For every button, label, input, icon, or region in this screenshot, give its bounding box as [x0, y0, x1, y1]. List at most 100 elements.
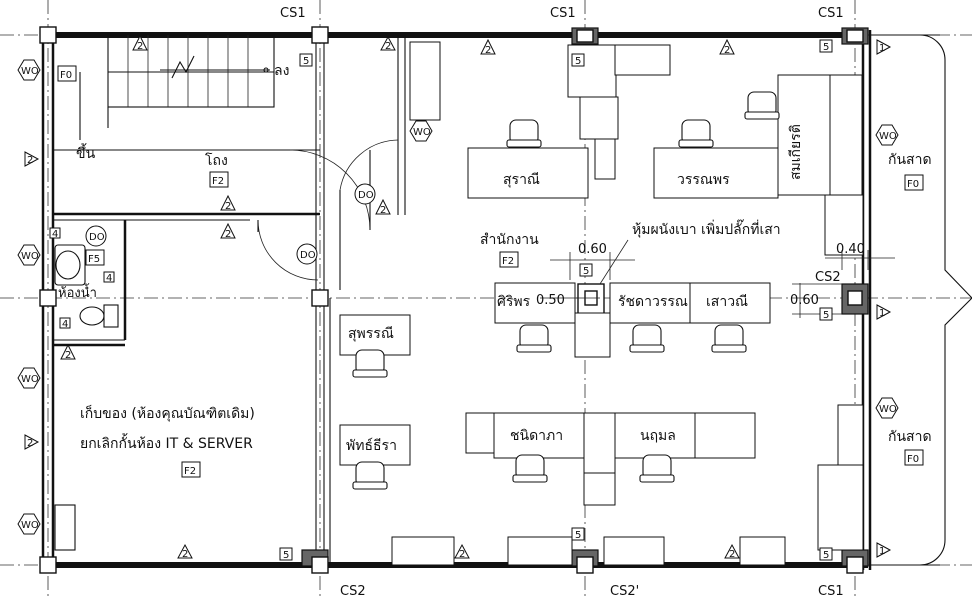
mark-2-h: 2: [27, 155, 33, 166]
label-ratchada: รัชดาวรรณ: [618, 294, 688, 310]
mark-4-c: 4: [106, 273, 112, 284]
chair-nanmon: [639, 454, 675, 483]
grid-label-cs2-bottom: CS2: [340, 584, 366, 599]
mark-2-f: 2: [225, 229, 231, 240]
room-labels: ขึ้น ลง โถง สำนักงาน ห้องน้ำ เก็บของ (ห้…: [58, 63, 932, 452]
mark-1-a: 1: [879, 43, 885, 54]
finish-code-texts: F0 F2 F5 F2 F2 F0 F0: [60, 70, 919, 477]
grid-label-cs1-top-left: CS1: [280, 6, 306, 21]
chair-wannaporn: [678, 119, 714, 148]
marker-boxes: [49, 39, 833, 561]
label-storage-line2: ยกเลิกกั้นห้อง IT & SERVER: [80, 433, 253, 452]
chair-suranee: [506, 119, 542, 148]
finish-boxes: [57, 65, 924, 478]
mark-5-b: 5: [575, 56, 581, 67]
mark-2-l: 2: [729, 549, 735, 560]
chair-patcharee: [352, 461, 388, 490]
mark-2-m: 2: [65, 350, 71, 361]
do-tags: [85, 183, 376, 265]
marker-triangles: [24, 34, 892, 559]
outer-walls: [41, 30, 872, 570]
grid-label-cs1-bottom: CS1: [818, 584, 844, 599]
dim-060-top: 0.60: [578, 242, 607, 257]
grid-label-cs1-top-right: CS1: [818, 6, 844, 21]
wo-tag-5: WO: [413, 127, 431, 138]
wo-tag-1: WO: [21, 66, 39, 77]
label-patcharee: พัทธ์ธีรา: [346, 437, 397, 454]
label-toilet: ห้องน้ำ: [58, 283, 97, 301]
marker-texts: 2 2 2 2 2 2 2 2 2 2 2 2 2 1 1 1 5 5 5 5 …: [27, 41, 885, 561]
finish-awning-top: F0: [907, 179, 919, 190]
finish-storage: F2: [184, 466, 196, 477]
chair-saowanee: [711, 324, 747, 353]
wo-tag-4: WO: [21, 520, 39, 531]
label-column-note: หุ้มผนังเบา เพิ่มปลั๊กที่เสา: [632, 219, 781, 238]
desk-wannaporn: [653, 147, 779, 199]
label-suranee: สุราณี: [503, 172, 540, 188]
mark-4-b: 4: [62, 319, 68, 330]
dim-040: 0.40: [836, 242, 865, 257]
finish-stair: F0: [60, 70, 72, 81]
mark-1-c: 1: [879, 546, 885, 557]
dim-060-right: 0.60: [790, 293, 819, 308]
chair-ratchada: [629, 324, 665, 353]
mark-2-e: 2: [225, 201, 231, 212]
desk-name-labels: สุราณี วรรณพร สมเกียรติ ศิริพร รัชดาวรรณ…: [346, 124, 804, 454]
grid-label-texts: CS1 CS1 CS1 CS2 CS2 CS2' CS1: [280, 6, 844, 599]
wo-do-texts: WO WO WO WO WO WO WO DO DO DO: [21, 66, 897, 531]
columns: [39, 26, 869, 574]
finish-office: F2: [502, 256, 514, 267]
label-sanlian: สมเกียรติ: [788, 124, 804, 180]
do-tag-2: DO: [358, 190, 374, 201]
label-saowanee: เสาวณี: [706, 294, 748, 310]
wo-tag-7: WO: [879, 404, 897, 415]
mark-2-b: 2: [385, 41, 391, 52]
chairs: [352, 91, 780, 490]
finish-awning-bottom: F0: [907, 454, 919, 465]
mark-5-h: 5: [583, 266, 589, 277]
label-chanida: ชนิดาภา: [510, 428, 563, 444]
label-supannee: สุพรรณี: [348, 326, 394, 342]
desk-supannee: [339, 314, 411, 356]
label-stair-down: ลง: [274, 63, 289, 79]
chair-chanida: [512, 454, 548, 483]
chair-siripon: [516, 324, 552, 353]
dimension-texts: 0.60 0.50 0.40 0.60: [536, 242, 865, 308]
mark-5-f: 5: [283, 550, 289, 561]
dim-050: 0.50: [536, 293, 565, 308]
wo-tag-6: WO: [879, 131, 897, 142]
do-tag-1: DO: [89, 232, 105, 243]
awning: [870, 34, 972, 566]
office-furniture: [339, 41, 864, 566]
mark-2-c: 2: [485, 45, 491, 56]
label-siripon: ศิริพร: [497, 294, 531, 310]
desk-chanida: [493, 412, 585, 459]
label-storage-line1: เก็บของ (ห้องคุณบัณฑิตเดิม): [80, 404, 255, 422]
finish-hall: F2: [212, 176, 224, 187]
desk-ratchada: [609, 282, 691, 324]
grid-label-cs2p-bottom: CS2': [610, 584, 639, 599]
wo-tag-2: WO: [21, 251, 39, 262]
mark-5-e: 5: [575, 530, 581, 541]
mark-2-d: 2: [724, 45, 730, 56]
chair-right-top: [744, 91, 780, 120]
finish-toilet: F5: [88, 254, 100, 265]
label-wannaporn: วรรณพร: [677, 172, 730, 188]
mark-2-j: 2: [182, 549, 188, 560]
wo-tag-3: WO: [21, 374, 39, 385]
wo-tags: [17, 59, 899, 535]
grid-label-cs1-top-mid: CS1: [550, 6, 576, 21]
grid-label-cs2-right: CS2: [815, 270, 841, 285]
label-office: สำนักงาน: [480, 232, 539, 248]
mark-1-b: 1: [879, 308, 885, 319]
mark-2-k: 2: [459, 549, 465, 560]
do-tag-3: DO: [300, 250, 316, 261]
mark-2-i: 2: [27, 438, 33, 449]
label-stair-up: ขึ้น: [76, 143, 96, 162]
desk-siripon: [494, 282, 576, 324]
mark-4-a: 4: [52, 229, 58, 240]
stair: [79, 34, 275, 140]
label-nanmon: นฤมล: [640, 428, 676, 444]
